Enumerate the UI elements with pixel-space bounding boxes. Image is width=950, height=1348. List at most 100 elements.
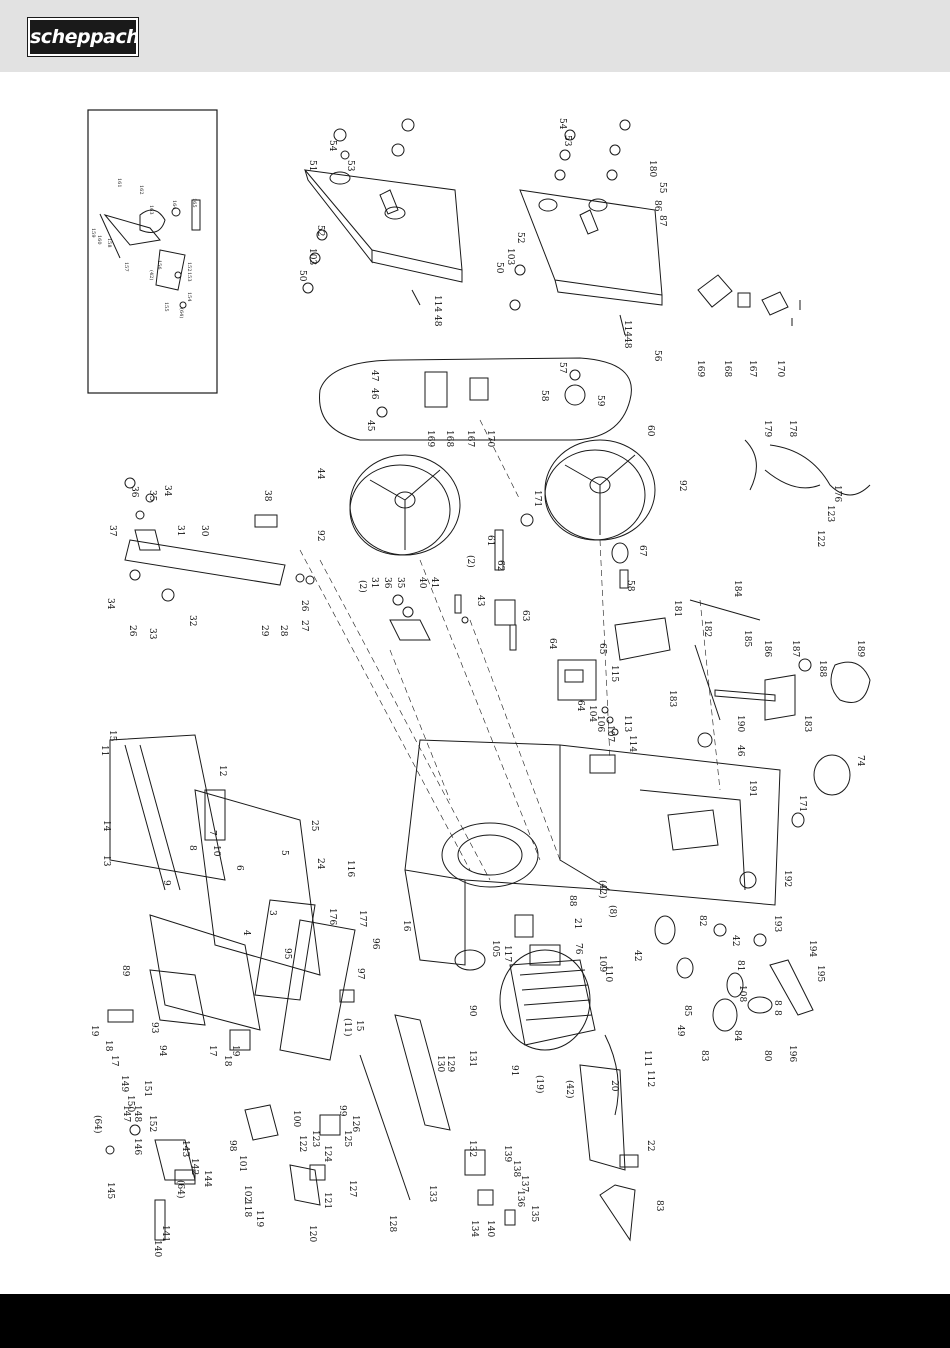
part-number-label: 58 bbox=[625, 580, 635, 592]
part-number-label: 176 bbox=[832, 485, 842, 502]
part-number-label: 26 bbox=[127, 625, 137, 637]
page-header: scheppach bbox=[0, 0, 950, 72]
upper-blade-guide bbox=[124, 539, 286, 586]
part-number-label: 150 bbox=[125, 1095, 135, 1112]
part-number-label: 96 bbox=[370, 938, 380, 950]
part-number-label: 33 bbox=[147, 628, 157, 640]
part-number-label: 133 bbox=[427, 1185, 437, 1202]
part-number-label: 180 bbox=[647, 160, 657, 177]
part-number-label: 181 bbox=[672, 600, 682, 617]
inset-parts bbox=[99, 199, 201, 309]
inset-part-label: 153 bbox=[186, 272, 192, 282]
part-number-label: 5 bbox=[279, 850, 289, 856]
part-number-label: 184 bbox=[732, 580, 742, 597]
part-number-label: 34 bbox=[162, 485, 172, 497]
part-number-label: 3 bbox=[267, 910, 277, 916]
inset-part-label: (64) bbox=[178, 308, 185, 318]
part-number-label: 36 bbox=[382, 577, 392, 589]
part-number-label: 118 bbox=[242, 1200, 252, 1217]
part-number-label: 189 bbox=[855, 640, 865, 657]
part-number-label: 179 bbox=[762, 420, 772, 437]
part-number-label: 9 bbox=[161, 880, 171, 886]
part-number-label: 4 bbox=[241, 930, 251, 936]
machine-frame bbox=[404, 739, 781, 906]
part-number-label: 105 bbox=[490, 940, 500, 957]
part-number-label: 60 bbox=[645, 425, 655, 437]
part-number-label: 183 bbox=[667, 690, 677, 707]
part-number-label: 141 bbox=[160, 1225, 170, 1242]
assembly-lines bbox=[299, 419, 721, 881]
part-number-label: (8) bbox=[607, 905, 618, 918]
part-number-label: 108 bbox=[737, 985, 747, 1002]
part-number-label: 19 bbox=[230, 1045, 240, 1057]
part-number-label: 178 bbox=[787, 420, 797, 437]
part-number-label: 63 bbox=[520, 610, 530, 622]
part-number-label: 6 bbox=[234, 865, 244, 871]
part-number-label: 31 bbox=[369, 577, 379, 588]
part-number-label: 136 bbox=[515, 1190, 525, 1207]
part-number-label: 83 bbox=[654, 1200, 664, 1212]
part-number-label: 170 bbox=[775, 360, 785, 377]
part-number-label: 40 bbox=[417, 577, 427, 589]
inset-part-label: (42) bbox=[148, 270, 155, 280]
part-number-label: 59 bbox=[595, 395, 605, 407]
part-number-label: 13 bbox=[101, 855, 111, 867]
part-number-label: 80 bbox=[762, 1050, 772, 1062]
part-number-label: 17 bbox=[207, 1045, 217, 1057]
part-number-label: 168 bbox=[444, 430, 454, 447]
part-number-label: 168 bbox=[722, 360, 732, 377]
part-number-label: 103 bbox=[307, 248, 317, 265]
part-number-label: 117 bbox=[502, 945, 512, 962]
diagram-svg: 5453515210350114485453180558687521035011… bbox=[87, 109, 871, 1257]
part-number-label: 30 bbox=[199, 525, 209, 537]
part-number-label: 127 bbox=[347, 1180, 357, 1197]
inset-part-label: 154 bbox=[186, 292, 192, 302]
part-number-label: 44 bbox=[315, 468, 325, 480]
part-number-label: 187 bbox=[790, 640, 800, 657]
part-number-label: 138 bbox=[511, 1160, 521, 1177]
part-number-label: 115 bbox=[609, 665, 619, 682]
part-number-label: 147 bbox=[121, 1105, 131, 1122]
table-plate-left bbox=[303, 169, 463, 271]
part-number-label: 83 bbox=[699, 1050, 709, 1062]
part-number-label: 129 bbox=[445, 1055, 455, 1072]
part-number-label: 113 bbox=[622, 715, 632, 732]
part-number-label: 170 bbox=[485, 430, 495, 447]
part-number-label: 149 bbox=[119, 1075, 129, 1092]
table-plate-right bbox=[519, 189, 663, 296]
part-number-label: 152 bbox=[147, 1115, 157, 1132]
part-number-label: 111 bbox=[642, 1050, 652, 1067]
part-number-label: 137 bbox=[519, 1175, 529, 1192]
part-number-label: 81 bbox=[735, 960, 745, 971]
part-number-label: 171 bbox=[532, 490, 542, 507]
wheel-left bbox=[349, 454, 461, 556]
part-number-label: 101 bbox=[237, 1155, 247, 1172]
part-number-label: 82 bbox=[697, 915, 707, 926]
part-number-label: (64) bbox=[92, 1115, 103, 1133]
part-number-label: 26 bbox=[299, 600, 309, 612]
part-number-label: 176 bbox=[327, 908, 337, 925]
part-number-label: 131 bbox=[467, 1050, 477, 1067]
part-number-label: 91 bbox=[509, 1065, 519, 1076]
part-number-label: 18 bbox=[222, 1055, 232, 1067]
part-number-label: 95 bbox=[282, 948, 292, 960]
part-number-label: 50 bbox=[297, 270, 307, 282]
part-number-label: 64 bbox=[575, 700, 585, 712]
part-number-label: 74 bbox=[855, 755, 865, 767]
part-number-label: 84 bbox=[732, 1030, 742, 1042]
part-number-label: 49 bbox=[675, 1025, 685, 1037]
part-number-label: 89 bbox=[120, 965, 130, 977]
part-number-label: 94 bbox=[157, 1045, 167, 1057]
inset-part-label: 156 bbox=[156, 260, 162, 270]
inset-part-label: 158 bbox=[106, 238, 112, 248]
part-number-label: 169 bbox=[425, 430, 435, 447]
part-number-label: 195 bbox=[815, 965, 825, 982]
part-number-label: 183 bbox=[802, 715, 812, 732]
part-number-label: 12 bbox=[217, 765, 227, 776]
part-number-label: 32 bbox=[187, 615, 197, 626]
part-number-label: 177 bbox=[357, 910, 367, 927]
part-number-label: 56 bbox=[652, 350, 662, 362]
part-number-label: 8 bbox=[772, 1000, 782, 1006]
part-number-label: 126 bbox=[350, 1115, 360, 1132]
part-number-label: 169 bbox=[695, 360, 705, 377]
